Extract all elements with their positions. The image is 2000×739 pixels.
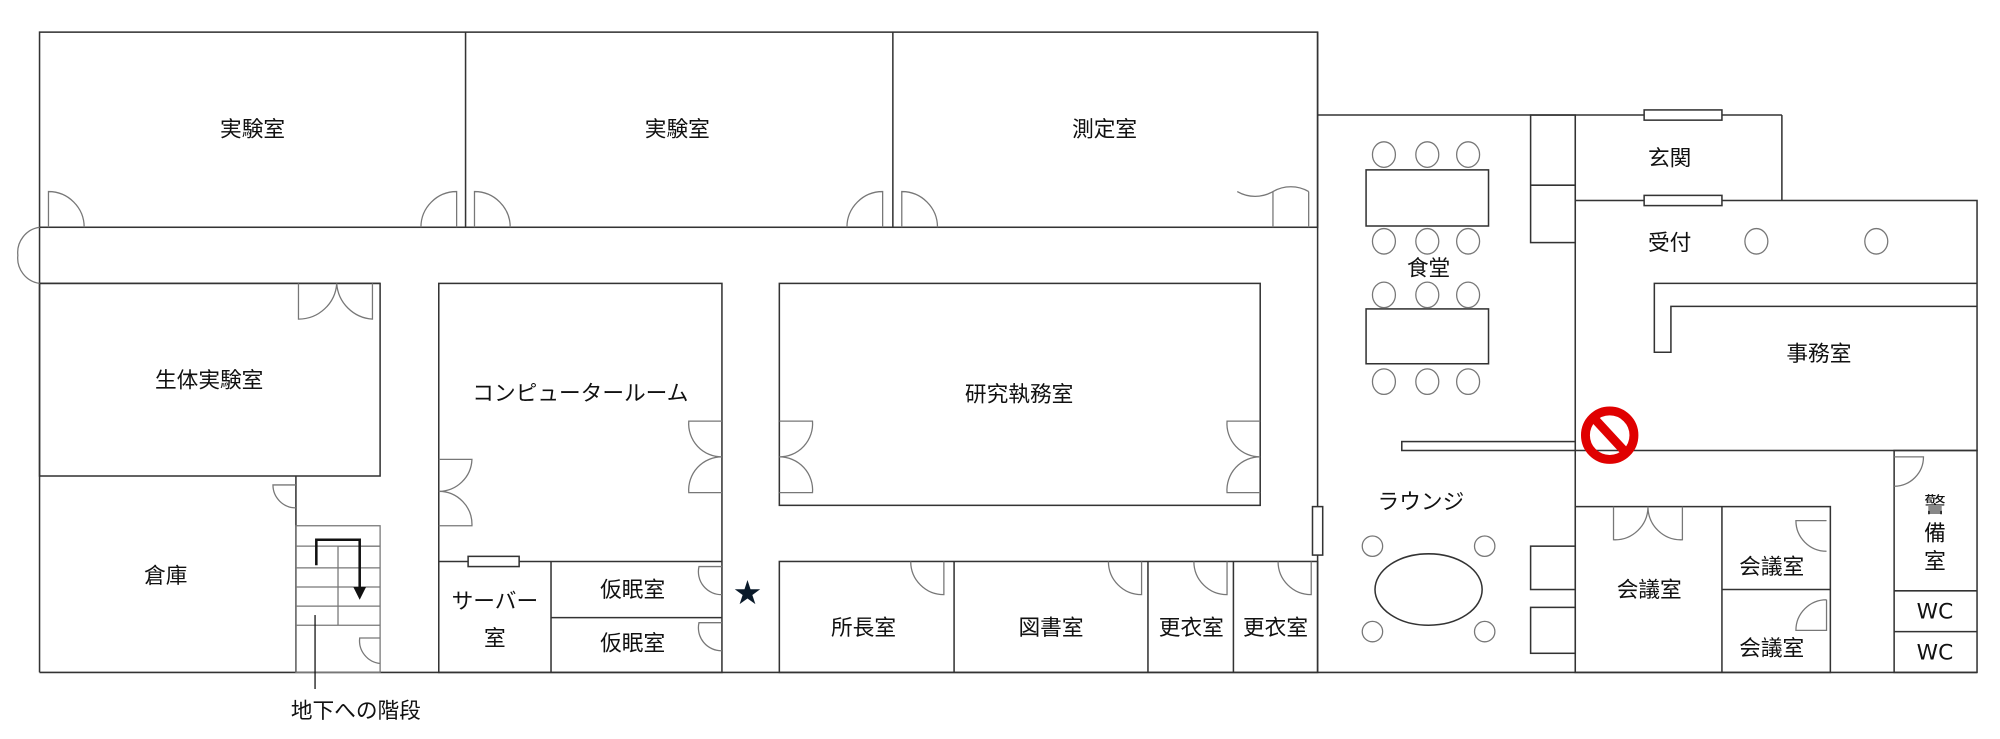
doors bbox=[17, 186, 1925, 665]
cafeteria-furniture bbox=[1365, 141, 1889, 396]
room-wc-2: WC bbox=[1917, 640, 1954, 665]
stairs-label: 地下への階段 bbox=[291, 699, 421, 724]
room-cafeteria: 食堂 bbox=[1407, 256, 1450, 281]
room-computer: コンピュータールーム bbox=[472, 381, 688, 406]
stairs bbox=[295, 545, 381, 626]
room-library: 図書室 bbox=[1019, 616, 1084, 641]
room-lab-1: 実験室 bbox=[220, 117, 285, 142]
room-nap-2: 仮眠室 bbox=[600, 631, 665, 656]
room-measurement: 測定室 bbox=[1072, 117, 1137, 142]
room-security-3: 室 bbox=[1924, 550, 1946, 575]
room-security-2: 備 bbox=[1924, 522, 1946, 547]
room-locker-1: 更衣室 bbox=[1159, 616, 1224, 641]
room-locker-2: 更衣室 bbox=[1243, 616, 1308, 641]
room-director: 所長室 bbox=[831, 616, 896, 641]
room-lounge: ラウンジ bbox=[1378, 490, 1465, 515]
room-office: 事務室 bbox=[1786, 342, 1851, 367]
room-entrance: 玄関 bbox=[1648, 147, 1691, 172]
room-lab-2: 実験室 bbox=[645, 117, 710, 142]
room-storage: 倉庫 bbox=[144, 564, 187, 589]
room-reception: 受付 bbox=[1648, 231, 1691, 256]
stairs-arrow-icon bbox=[314, 538, 367, 690]
room-meeting-small-1: 会議室 bbox=[1739, 555, 1804, 580]
room-bio-lab: 生体実験室 bbox=[155, 369, 263, 394]
no-entry-icon bbox=[1580, 406, 1639, 464]
room-research-office: 研究執務室 bbox=[965, 383, 1073, 408]
room-labels: 実験室 実験室 測定室 生体実験室 倉庫 コンピュータールーム サーバー 室 仮… bbox=[144, 117, 1953, 724]
star-icon: ★ bbox=[733, 573, 763, 612]
room-security-1: 警 bbox=[1924, 494, 1946, 519]
room-meeting-small-2: 会議室 bbox=[1739, 636, 1804, 661]
room-nap-1: 仮眠室 bbox=[600, 578, 665, 603]
lounge-furniture bbox=[1361, 535, 1496, 643]
room-wc-1: WC bbox=[1917, 599, 1954, 624]
room-server-line1: サーバー bbox=[452, 589, 538, 614]
walls bbox=[38, 31, 1978, 674]
room-server-line2: 室 bbox=[484, 626, 506, 651]
room-meeting-large: 会議室 bbox=[1617, 578, 1682, 603]
